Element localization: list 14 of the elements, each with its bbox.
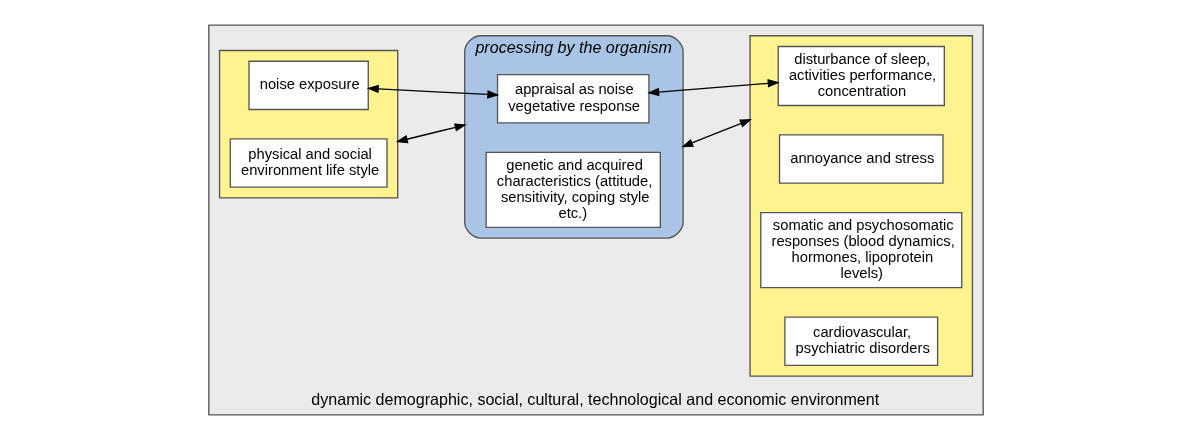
node-box: annoyance and stress	[778, 133, 944, 184]
node-box: cardiovascular, psychiatric disorders	[784, 315, 939, 366]
node-box: disturbance of sleep, activities performance, concentration	[777, 45, 945, 106]
node-box: appraisal as noise vegetative response	[496, 73, 650, 124]
arrow	[681, 118, 752, 147]
arrow	[395, 122, 467, 143]
node-box: noise exposure	[248, 60, 369, 110]
cluster	[749, 34, 974, 377]
node-box: genetic and acquired characteristics (attitude, sensitivity, coping style etc.)	[485, 151, 661, 228]
node-box: somatic and psychosomatic responses (blood dynamics, hormones, lipoprotein levels)	[760, 211, 963, 288]
cluster	[218, 49, 399, 199]
arrow	[647, 78, 780, 96]
node-box: physical and social environment life style	[229, 137, 388, 188]
arrow	[366, 84, 500, 99]
